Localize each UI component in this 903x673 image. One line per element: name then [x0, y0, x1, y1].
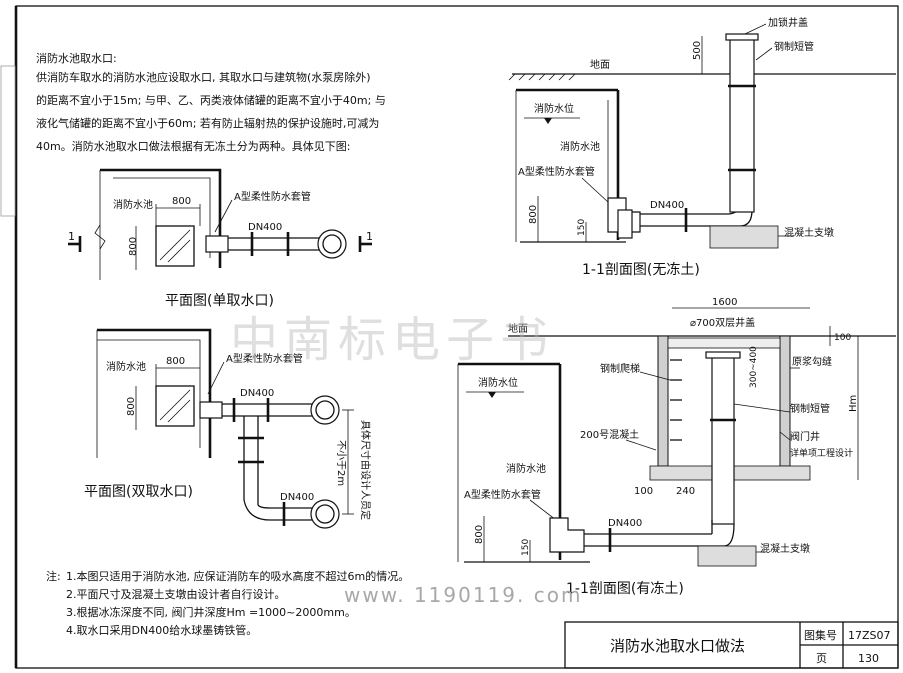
lock-cover-label: 加锁井盖	[768, 16, 808, 29]
dim-800-side: 800	[126, 397, 137, 416]
plan-double-intake: 消防水池 800 800 A型柔性防水套管 DN400 DN400 不小	[84, 328, 372, 529]
pipe-label: DN400	[608, 518, 642, 529]
cover-label: ⌀700双层井盖	[690, 316, 755, 329]
note-item: 3.根据冰冻深度不同, 阀门井深度Hm =1000~2000mm。	[66, 605, 356, 619]
section-mark-right: 1	[366, 230, 373, 243]
plan-single-intake: 消防水池 800 800 A型柔性防水套管 DN400 1 1 平面图(单取水口…	[68, 168, 373, 309]
concrete-support	[697, 545, 757, 567]
notes: 注: 1.本图只适用于消防水池, 应保证消防车的吸水高度不超过6m的情况。 2.…	[46, 569, 409, 637]
dim-150: 150	[577, 219, 587, 236]
dim-800-top: 800	[172, 196, 191, 207]
pipe-label-top: DN400	[240, 388, 274, 399]
intro-text: 消防水池取水口: 供消防车取水的消防水池应设取水口, 其取水口与建筑物(水泵房除…	[36, 51, 386, 153]
section-no-frost-title: 1-1剖面图(无冻土)	[582, 261, 700, 278]
ground-label: 地面	[508, 322, 528, 335]
dim-240: 240	[676, 486, 695, 497]
valve-well-label: 阀门井	[790, 430, 820, 443]
watermark-url: www. 1190119. com	[344, 583, 582, 607]
dim-100-top: 100	[834, 333, 851, 343]
riser-circle	[317, 229, 347, 259]
dim-100-bottom: 100	[634, 486, 653, 497]
pipe-label: DN400	[650, 200, 684, 211]
binding-strip	[0, 65, 16, 217]
water-level-label: 消防水位	[534, 102, 574, 115]
watermark-title: 中南标电子书	[230, 312, 554, 368]
pointing-label: 原浆勾缝	[792, 355, 832, 368]
dim-150: 150	[521, 539, 531, 556]
dim-500: 500	[692, 41, 703, 60]
note-item: 1.本图只适用于消防水池, 应保证消防车的吸水高度不超过6m的情况。	[66, 569, 409, 583]
section-no-frost: 地面 消防水位 消防水池 A型柔性防水套管 800 150 DN400	[508, 16, 896, 278]
concrete-support	[709, 225, 779, 249]
sleeve-label: A型柔性防水套管	[234, 190, 311, 203]
pool-label: 消防水池	[106, 360, 146, 373]
pool-label: 消防水池	[560, 140, 600, 153]
ground-label: 地面	[590, 58, 610, 71]
water-level-label: 消防水位	[478, 376, 518, 389]
sleeve-label: A型柔性防水套管	[226, 352, 303, 365]
atlas-value: 17ZS07	[848, 629, 891, 642]
concrete-label: 200号混凝土	[580, 428, 639, 441]
notes-label: 注:	[46, 569, 61, 583]
page-value: 130	[858, 652, 879, 665]
atlas-label: 图集号	[804, 628, 837, 642]
pool-label: 消防水池	[113, 198, 153, 211]
riser-pipe	[729, 35, 755, 213]
intro-heading: 消防水池取水口:	[36, 51, 117, 65]
intake-pit	[155, 385, 195, 427]
plan-double-title: 平面图(双取水口)	[84, 484, 193, 500]
sleeve-label: A型柔性防水套管	[518, 165, 595, 178]
range-label: 300~400	[749, 346, 759, 388]
dim-800: 800	[474, 525, 485, 544]
note-item: 4.取水口采用DN400给水球墨铸铁管。	[66, 623, 257, 637]
section-frost-title: 1-1剖面图(有冻土)	[566, 580, 684, 597]
steel-pipe-label: 钢制短管	[790, 402, 830, 415]
sleeve-label: A型柔性防水套管	[464, 488, 541, 501]
plan-single-title: 平面图(单取水口)	[165, 293, 274, 309]
dim-1600: 1600	[712, 297, 737, 308]
dim-800-side: 800	[128, 237, 139, 256]
intro-line: 供消防车取水的消防水池应设取水口, 其取水口与建筑物(水泵房除外)	[36, 70, 371, 84]
title-block: 消防水池取水口做法 图集号 17ZS07 页 130	[564, 621, 899, 669]
pool-label: 消防水池	[506, 462, 546, 475]
riser-pipe	[711, 353, 735, 525]
dim-800: 800	[528, 205, 539, 224]
ladder-label: 钢制爬梯	[600, 362, 640, 375]
spacing-label: 不小于2m	[335, 440, 347, 486]
support-label: 混凝土支墩	[784, 226, 834, 239]
drawing-title: 消防水池取水口做法	[610, 637, 745, 655]
intake-pit	[155, 225, 195, 267]
intro-line: 40m。消防水池取水口做法根据有无冻土分为两种。具体见下图:	[36, 139, 350, 153]
section-mark-left: 1	[68, 230, 75, 243]
dim-800-top: 800	[166, 356, 185, 367]
pipe-label: DN400	[248, 222, 282, 233]
hm-label: Hm	[848, 395, 859, 412]
note-item: 2.平面尺寸及混凝土支墩由设计者自行设计。	[66, 587, 286, 601]
intro-line: 液化气储罐的距离不宜小于60m; 若有防止辐射热的保护设施时,可减为	[36, 116, 379, 130]
page-label: 页	[816, 652, 827, 665]
support-label: 混凝土支墩	[760, 542, 810, 555]
intro-line: 的距离不宜小于15m; 与甲、乙、丙类液体储罐的距离不宜小于40m; 与	[36, 93, 386, 107]
valve-well-note: 详单项工程设计	[790, 447, 853, 459]
steel-pipe-label: 钢制短管	[774, 40, 814, 53]
pipe-label-bottom: DN400	[280, 492, 314, 503]
section-with-frost: 地面 1600 ⌀700双层井盖 100 钢制爬梯 200号混凝土 原浆勾缝 3…	[457, 297, 896, 597]
spacing-note: 具体尺寸由设计人员定	[359, 420, 372, 520]
